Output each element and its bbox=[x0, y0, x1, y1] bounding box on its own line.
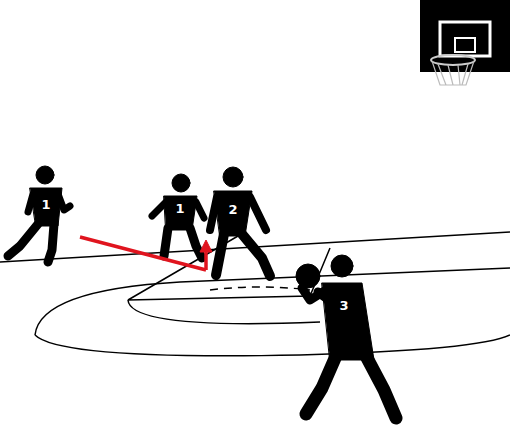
backboard-shadow bbox=[420, 0, 510, 72]
player-silhouette bbox=[210, 167, 270, 276]
player-silhouette bbox=[296, 255, 396, 418]
jersey-number: 1 bbox=[175, 202, 184, 216]
backboard-square bbox=[455, 38, 475, 52]
jersey-number: 1 bbox=[41, 198, 50, 212]
player-silhouette bbox=[152, 174, 204, 258]
court-lines bbox=[0, 232, 510, 356]
player-silhouette bbox=[8, 166, 70, 262]
jersey-number: 3 bbox=[339, 299, 348, 313]
jersey-number: 2 bbox=[228, 203, 237, 217]
movement-arrow bbox=[80, 237, 212, 270]
rim bbox=[431, 55, 475, 65]
net bbox=[432, 61, 474, 85]
backboard-frame bbox=[440, 22, 490, 56]
